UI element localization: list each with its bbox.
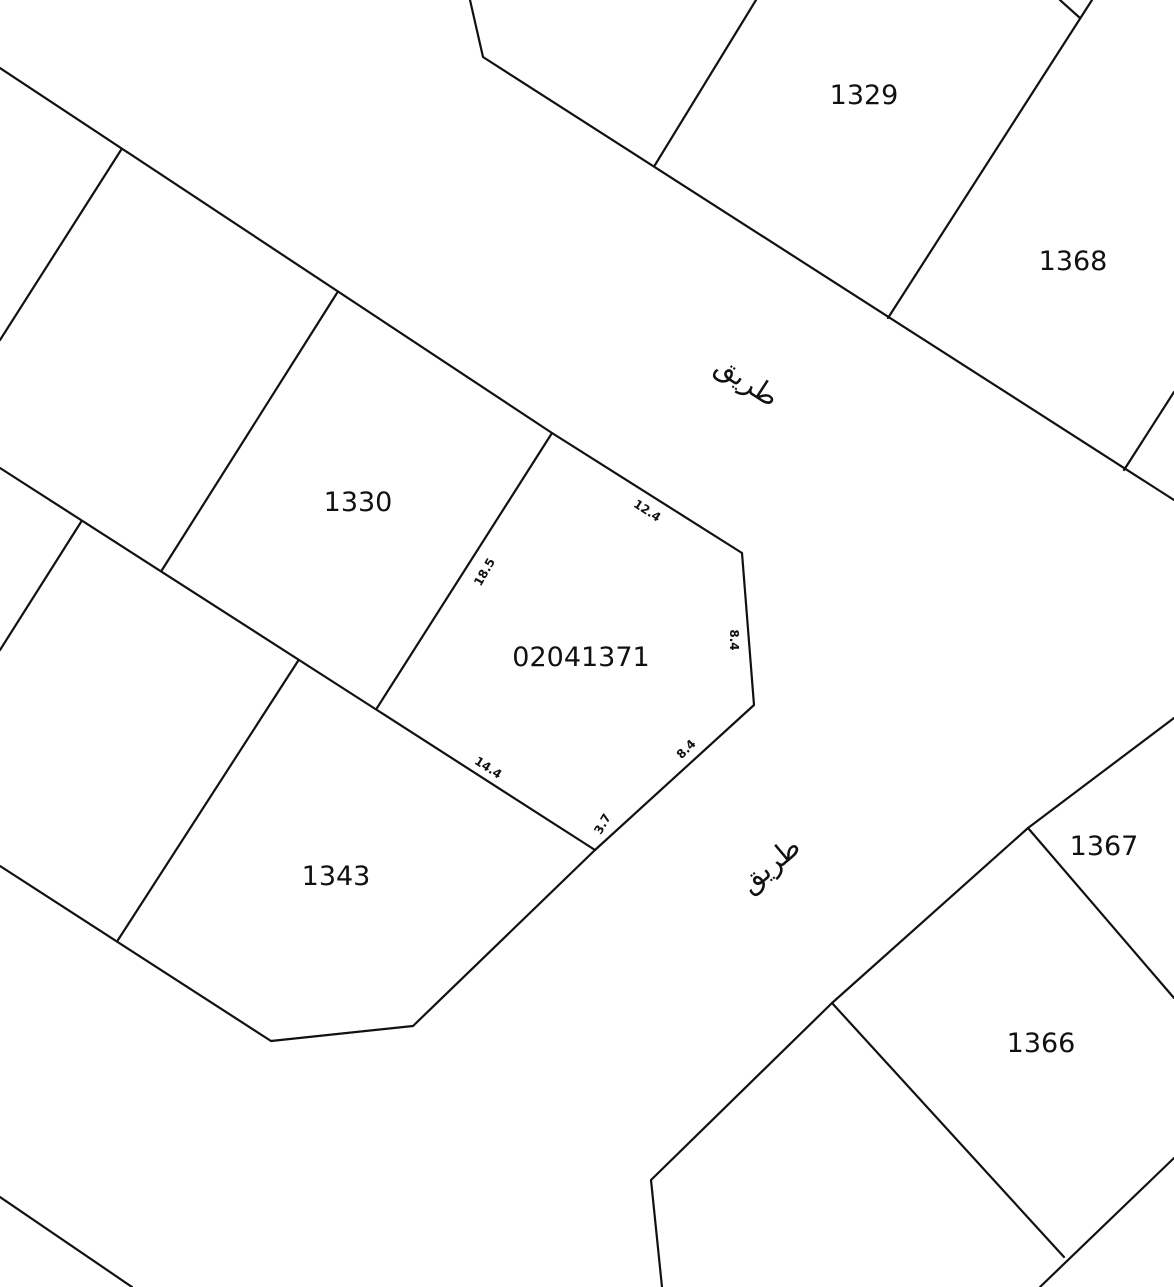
parcel-label-1366: 1366: [1007, 1028, 1076, 1059]
parcel-label-1367: 1367: [1070, 831, 1139, 862]
block-lower-right-boundary: [649, 716, 1174, 1287]
parcel-divider: [1026, 826, 1174, 1000]
block-upper-left: [0, 66, 756, 1043]
block-upper-right: [468, 0, 1174, 502]
parcel-divider: [375, 431, 554, 710]
parcel-label-1330: 1330: [324, 487, 393, 518]
block-upper-left-boundary: [0, 66, 756, 1043]
parcel-label-subject: 02041371: [512, 642, 649, 673]
parcel-divider: [886, 0, 1094, 320]
block-lower-right: [649, 716, 1174, 1287]
parcel-label-1343: 1343: [302, 861, 371, 892]
parcel-divider: [653, 0, 758, 167]
dimension-label: 18.5: [471, 556, 498, 589]
road-label-lower: طريق: [733, 830, 807, 900]
dimension-label: 14.4: [472, 754, 504, 782]
parcel-divider: [1038, 1156, 1174, 1287]
parcel-divider: [160, 291, 339, 572]
road-label-upper: طريق: [709, 348, 785, 413]
block-upper-right-top-edge: [1058, 0, 1082, 20]
parcel-divider: [830, 1001, 1066, 1259]
parcel-divider: [0, 148, 123, 342]
dimension-label: 8.4: [727, 629, 741, 650]
block-lower-left-edge: [0, 1195, 134, 1287]
block-upper-left-lower-edge: [0, 466, 597, 852]
parcel-label-1329: 1329: [830, 80, 899, 111]
block-upper-right-boundary: [468, 0, 1174, 502]
dimension-label: 3.7: [591, 811, 614, 836]
parcel-label-1368: 1368: [1039, 246, 1108, 277]
parcel-divider: [116, 659, 300, 942]
parcel-divider: [0, 520, 83, 652]
parcel-divider: [1122, 390, 1174, 472]
